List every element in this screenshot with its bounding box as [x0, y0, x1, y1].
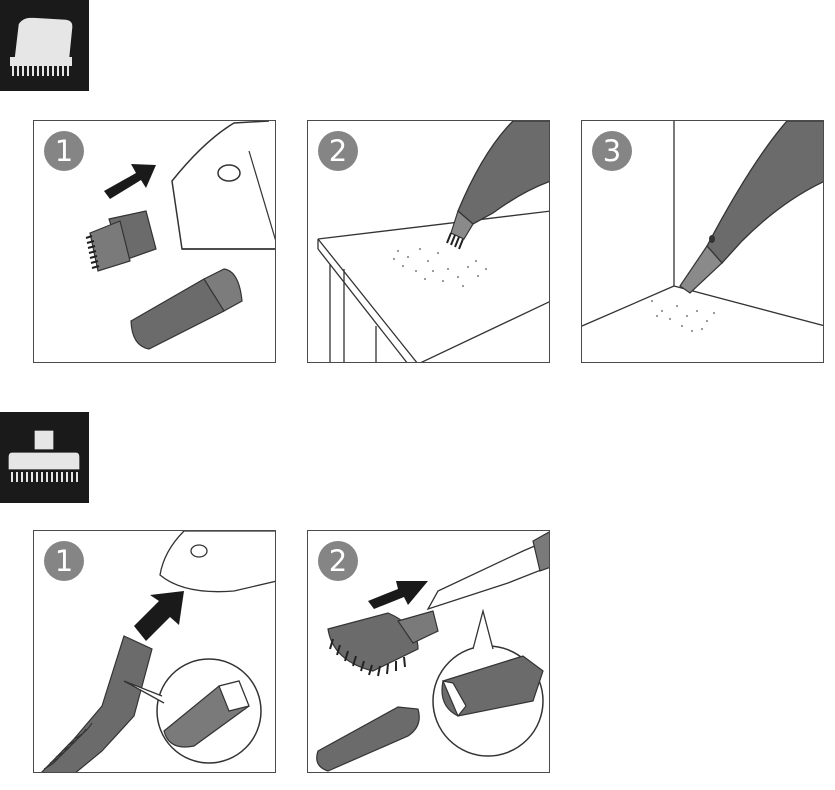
step-panel-attach-upholstery-brush: 2: [307, 530, 550, 773]
attach-upholstery-brush-illustration: [316, 531, 549, 772]
step-number-badge: 1: [44, 131, 84, 171]
crevice-brush-badge: [0, 0, 89, 91]
step-panel-clean-corner: 3: [581, 120, 824, 363]
clean-corner-illustration: [582, 121, 823, 332]
vacuum-attach-crevice-brush-illustration: [85, 121, 275, 350]
brush-table-surface-illustration: [317, 121, 549, 362]
step-panel-attach-hose: 1: [33, 530, 276, 773]
attach-hose-illustration: [41, 531, 275, 772]
direction-arrow-icon: [368, 581, 428, 609]
direction-arrow-icon: [134, 591, 184, 641]
step-panel-attach-crevice-brush: 1: [33, 120, 276, 363]
step-number-badge: 2: [318, 541, 358, 581]
upholstery-brush-icon: [7, 429, 81, 482]
crevice-brush-icon: [10, 16, 74, 76]
step-panel-brush-table-surface: 2: [307, 120, 550, 363]
direction-arrow-icon: [104, 164, 156, 199]
step-number-badge: 3: [592, 131, 632, 171]
step-number-badge: 2: [318, 131, 358, 171]
step-number-badge: 1: [44, 541, 84, 581]
upholstery-brush-badge: [0, 412, 89, 503]
